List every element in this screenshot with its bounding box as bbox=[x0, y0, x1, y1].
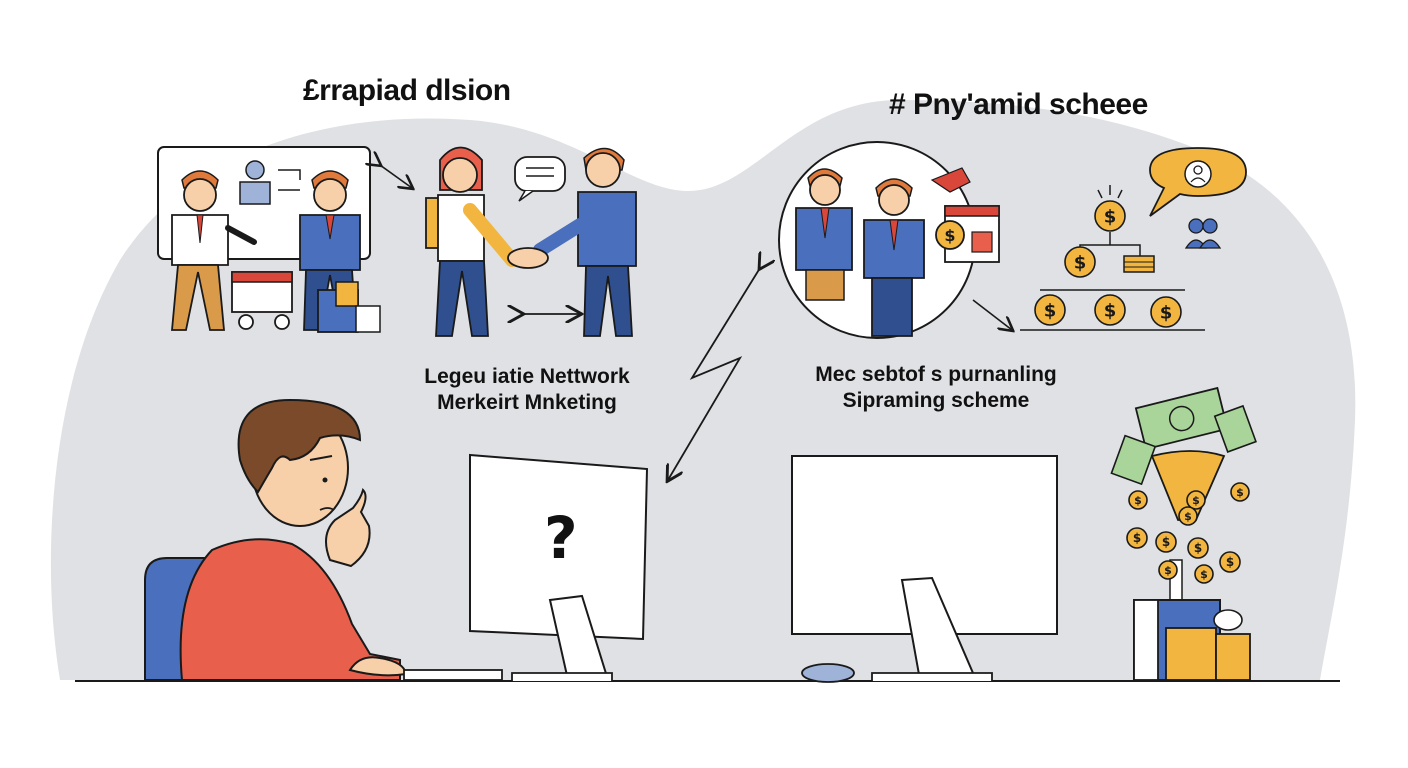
coin-icon: $ bbox=[1155, 531, 1177, 553]
monitor-blank bbox=[791, 455, 1058, 683]
coin-symbol: $ bbox=[1074, 252, 1087, 273]
title-right: # Pny'amid scheee bbox=[889, 88, 1148, 121]
question-mark-icon: ? bbox=[544, 504, 578, 572]
coin-symbol: $ bbox=[1162, 535, 1170, 549]
coin-symbol: $ bbox=[1184, 510, 1192, 523]
coin-icon: $ bbox=[1094, 200, 1126, 232]
coin-symbol: $ bbox=[1194, 541, 1202, 555]
pyramid-circle-scene: $ bbox=[778, 141, 1000, 339]
caption-left-line2: Merkeirt Mnketing bbox=[437, 391, 617, 414]
coin-symbol: $ bbox=[1133, 531, 1141, 545]
coin-symbol: $ bbox=[1164, 564, 1172, 577]
presenter-left bbox=[171, 170, 257, 331]
double-arrow-small bbox=[380, 165, 412, 188]
thinking-man bbox=[144, 398, 503, 681]
coin-icon: $ bbox=[1186, 490, 1206, 510]
coin-symbol: $ bbox=[1134, 494, 1142, 507]
coin-icon: $ bbox=[1230, 482, 1250, 502]
coin-icon: $ bbox=[1158, 560, 1178, 580]
coin-icon: $ bbox=[1064, 246, 1096, 278]
coin-symbol: $ bbox=[1192, 494, 1200, 507]
cart-and-boxes bbox=[231, 271, 381, 333]
coin-icon: $ bbox=[1150, 296, 1182, 328]
caption-right-line2: Sipraming scheme bbox=[842, 389, 1030, 412]
coin-symbol: $ bbox=[1104, 206, 1117, 227]
title-left: £rrapiad dlsion bbox=[303, 74, 511, 107]
zigzag-arrow bbox=[668, 268, 760, 480]
man-handshake bbox=[507, 147, 637, 337]
coin-icon: $ bbox=[1094, 294, 1126, 326]
woman-with-backpack bbox=[425, 146, 519, 337]
monitor-question bbox=[469, 453, 649, 681]
coin-icon: $ bbox=[1194, 564, 1214, 584]
money-funnel-scene bbox=[1110, 386, 1257, 681]
coin-layer: $$$$$$$$$$$$$$$ bbox=[1034, 200, 1250, 584]
caption-left-line1: Legeu iatie Nettwork bbox=[424, 365, 630, 388]
coin-icon: $ bbox=[1187, 537, 1209, 559]
user-group-icon bbox=[1184, 218, 1222, 249]
caption-left: Legeu iatie Nettwork Merkeirt Mnketing bbox=[396, 364, 658, 416]
arrow-to-pyramid bbox=[972, 299, 1012, 330]
coin-symbol: $ bbox=[944, 226, 955, 245]
coin-symbol: $ bbox=[1160, 302, 1173, 323]
caption-right-line1: Mec sebtof s purnanling bbox=[815, 363, 1057, 386]
coin-icon: $ bbox=[1178, 506, 1198, 526]
coin-symbol: $ bbox=[1104, 300, 1117, 321]
coin-icon: $ bbox=[1219, 551, 1241, 573]
coin-symbol: $ bbox=[1200, 568, 1208, 581]
chat-bubble-icon bbox=[514, 156, 566, 202]
coin-icon: $ bbox=[1128, 490, 1148, 510]
speech-bubble-user-icon bbox=[1149, 147, 1247, 217]
coin-symbol: $ bbox=[1044, 300, 1057, 321]
coin-symbol: $ bbox=[1236, 486, 1244, 499]
coin-symbol: $ bbox=[1226, 555, 1234, 569]
coin-icon: $ bbox=[1034, 294, 1066, 326]
caption-right: Mec sebtof s purnanling Sipraming scheme bbox=[796, 362, 1076, 414]
coin-icon: $ bbox=[1126, 527, 1148, 549]
